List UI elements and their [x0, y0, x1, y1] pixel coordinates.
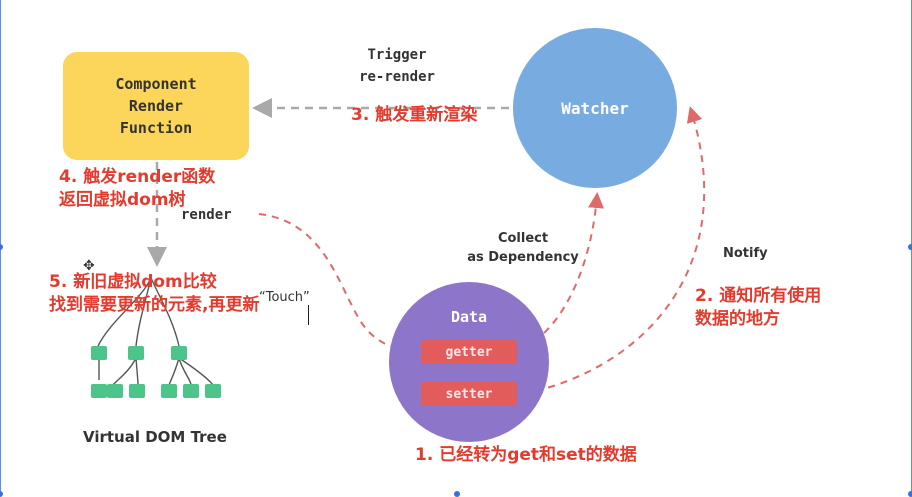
text-caret — [308, 305, 309, 325]
touch-label: “Touch” — [259, 290, 310, 305]
touch-arrow — [258, 213, 417, 358]
annotation-step1: 1. 已经转为get和set的数据 — [415, 445, 637, 465]
trigger-label: Trigger re-render — [359, 47, 435, 85]
notify-arrow — [522, 106, 706, 395]
selection-handle-bottom-left[interactable] — [0, 491, 3, 497]
data-title: Data — [450, 308, 488, 326]
selection-handle-bottom-right[interactable] — [908, 491, 912, 497]
watcher-node[interactable]: Watcher — [513, 28, 677, 188]
setter-pill[interactable]: setter — [421, 382, 517, 406]
selection-handle-right[interactable] — [908, 244, 912, 250]
component-render-function-node[interactable]: Component Render Function — [63, 52, 249, 160]
render-label: render — [181, 207, 232, 223]
watcher-label: Watcher — [561, 98, 629, 118]
data-node[interactable]: Data getter setter — [389, 282, 549, 442]
annotation-step4: 4. 触发render函数 返回虚拟dom树 — [59, 167, 216, 210]
move-cursor-icon: ✥ — [83, 258, 95, 274]
component-label: Component Render Function — [115, 75, 197, 137]
vdom-tree-label: Virtual DOM Tree — [83, 428, 227, 446]
notify-label: Notify — [723, 246, 768, 261]
collect-label: Collect as Dependency — [467, 231, 579, 265]
vdom-nodes — [91, 346, 221, 398]
virtual-dom-tree — [97, 277, 214, 386]
selection-handle-left[interactable] — [0, 244, 3, 250]
annotation-step3: 3. 触发重新渲染 — [351, 105, 478, 125]
getter-pill[interactable]: getter — [421, 340, 517, 364]
annotation-step5: 5. 新旧虚拟dom比较 找到需要更新的元素,再更新 — [49, 272, 260, 315]
annotation-step2: 2. 通知所有使用 数据的地方 — [695, 286, 822, 329]
selection-handle-bottom[interactable] — [454, 491, 460, 497]
